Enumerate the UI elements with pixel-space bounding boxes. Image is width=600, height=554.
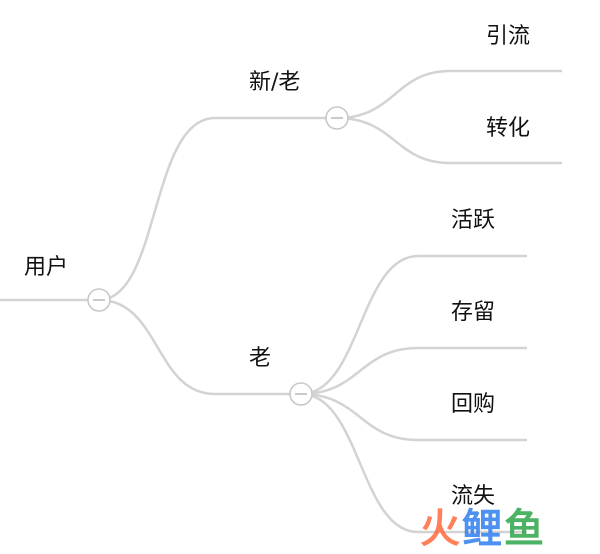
node-leaf-label[interactable]: 活跃 xyxy=(451,208,496,233)
node-root-label[interactable]: 用户 xyxy=(24,255,69,280)
edge-branch-2-to-leaf-5 xyxy=(300,392,527,442)
node-leaf-label[interactable]: 流失 xyxy=(451,484,496,509)
edge-root-to-branch-2 xyxy=(98,298,301,396)
collapse-toggle-root[interactable] xyxy=(87,288,111,312)
watermark-char: 火 xyxy=(420,506,462,552)
node-branch-old-label[interactable]: 老 xyxy=(249,346,272,371)
edge-root-to-branch-1 xyxy=(98,116,337,302)
node-leaf-label[interactable]: 回购 xyxy=(451,392,496,417)
collapse-toggle-branch-2[interactable] xyxy=(289,382,313,406)
edge-branch-1-to-leaf-2 xyxy=(336,116,562,165)
node-branch-new-old-label[interactable]: 新/老 xyxy=(249,70,301,95)
edge-branch-2-to-leaf-3 xyxy=(300,254,527,396)
watermark-char: 鲤 xyxy=(462,506,504,552)
edge-branch-2-to-leaf-6 xyxy=(300,392,527,534)
watermark-logo: 火鲤鱼 xyxy=(420,496,546,554)
node-leaf-label[interactable]: 存留 xyxy=(451,300,496,325)
node-leaf-label[interactable]: 转化 xyxy=(486,116,531,141)
edge-branch-2-to-leaf-4 xyxy=(300,346,527,396)
node-leaf-label[interactable]: 引流 xyxy=(486,24,531,49)
watermark-char: 鱼 xyxy=(504,506,546,552)
collapse-toggle-branch-1[interactable] xyxy=(325,106,349,130)
edge-branch-1-to-leaf-1 xyxy=(336,69,562,120)
